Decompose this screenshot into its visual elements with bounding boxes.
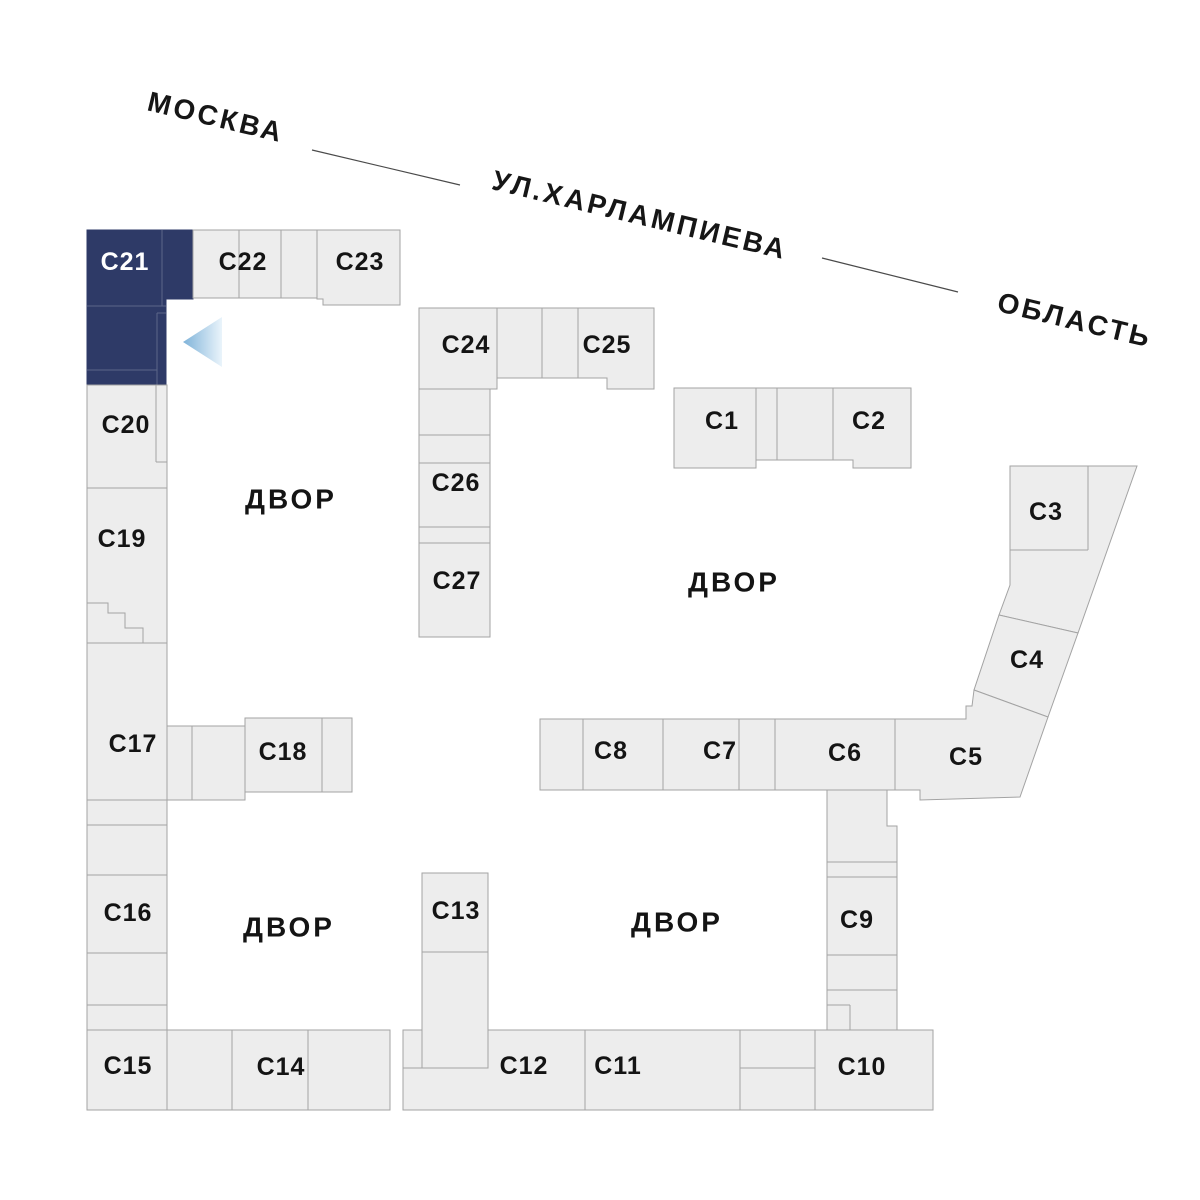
building-c2-segment[interactable] — [776, 387, 834, 461]
building-c21-internal-borders — [87, 230, 166, 385]
building-c14-shape[interactable] — [231, 1029, 309, 1111]
building-c10-segment[interactable] — [739, 1029, 816, 1111]
building-c3-internal-borders — [1010, 466, 1089, 551]
building-c20-internal-borders — [155, 385, 167, 463]
building-c23-shape[interactable] — [316, 229, 401, 306]
selection-arrow-icon — [183, 317, 222, 367]
buildings-layer — [86, 229, 1138, 1111]
courtyard-label-right: ДВОР — [688, 567, 780, 598]
street-line-right — [821, 257, 959, 293]
building-c13-shape[interactable] — [421, 872, 489, 953]
left-column-segment[interactable] — [86, 799, 168, 826]
building-c17-internal-borders — [166, 726, 193, 800]
building-c21-shape[interactable] — [86, 229, 194, 386]
courtyard-label-top-left: ДВОР — [245, 484, 337, 515]
building-c13-segment[interactable] — [402, 951, 489, 1069]
building-c24-segment[interactable] — [541, 307, 579, 379]
building-c1-shape[interactable] — [673, 387, 757, 469]
street-label-kharlampieva: УЛ.ХАРЛАМПИЕВА — [489, 165, 791, 266]
building-c10-shape[interactable] — [814, 1029, 934, 1111]
building-c15-shape[interactable] — [86, 1029, 168, 1111]
building-c9-shape[interactable] — [826, 876, 898, 956]
building-c9-segment[interactable] — [826, 789, 898, 863]
building-c26-shape[interactable] — [418, 462, 491, 528]
building-c25-shape[interactable] — [577, 307, 655, 390]
building-c22-shape[interactable] — [192, 229, 282, 299]
building-c26-segment[interactable] — [418, 434, 491, 464]
building-c27-segment[interactable] — [418, 526, 491, 544]
building-c20-shape[interactable] — [86, 384, 168, 489]
building-c16-shape[interactable] — [86, 874, 168, 954]
building-c1-segment[interactable] — [755, 387, 778, 461]
building-c2-shape[interactable] — [832, 387, 912, 469]
building-c9-segment[interactable] — [826, 989, 898, 1031]
street-label-oblast: ОБЛАСТЬ — [994, 286, 1155, 353]
building-c17-shape[interactable] — [86, 642, 246, 801]
building-c22-segment[interactable] — [280, 229, 318, 299]
building-c24-shape[interactable] — [418, 307, 498, 390]
building-c9-internal-borders — [827, 1004, 851, 1030]
building-c9-segment[interactable] — [826, 954, 898, 991]
building-c6-shape[interactable] — [774, 718, 896, 791]
building-c19-shape[interactable] — [86, 487, 168, 644]
building-c24-segment[interactable] — [496, 307, 543, 379]
bottom-row-segment[interactable] — [166, 1029, 233, 1111]
street-label-moscow: МОСКВА — [145, 86, 288, 149]
building-c9-segment[interactable] — [826, 861, 898, 878]
courtyard-label-bottom-right: ДВОР — [631, 907, 723, 938]
left-column-segment[interactable] — [86, 824, 168, 876]
building-c11-shape[interactable] — [584, 1029, 741, 1111]
building-c26-segment[interactable] — [418, 388, 491, 436]
street-line-left — [311, 149, 461, 186]
building-c19-stair-border — [87, 602, 144, 643]
building-c18-shape[interactable] — [244, 717, 353, 793]
building-c27-shape[interactable] — [418, 542, 491, 638]
left-column-segment[interactable] — [86, 1004, 168, 1031]
building-c8-shape[interactable] — [582, 718, 664, 791]
courtyard-label-bottom-left: ДВОР — [243, 912, 335, 943]
row-segment[interactable] — [539, 718, 584, 791]
building-c7-shape[interactable] — [662, 718, 740, 791]
left-column-segment[interactable] — [86, 952, 168, 1006]
bottom-row-segment[interactable] — [307, 1029, 391, 1111]
row-segment[interactable] — [738, 718, 776, 791]
